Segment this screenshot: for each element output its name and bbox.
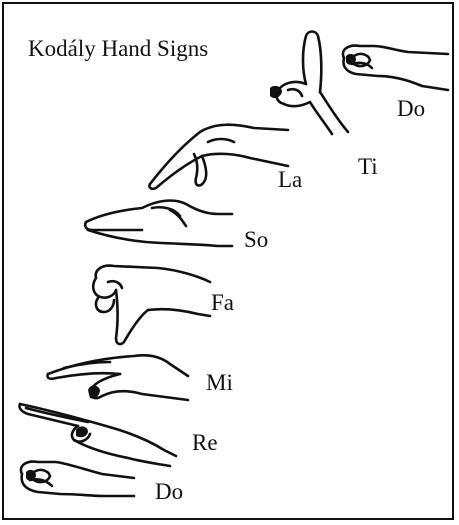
label-mi: Mi [206, 370, 233, 395]
drooping-hand-icon [148, 123, 290, 191]
closed-fist-icon [19, 460, 136, 498]
thumb-down-hand-icon [91, 264, 212, 346]
palm-down-hand-icon [46, 353, 190, 402]
label-la: La [278, 167, 303, 192]
label-ti: Ti [358, 154, 378, 179]
label-do-low: Do [155, 479, 184, 504]
label-re: Re [192, 430, 218, 455]
closed-fist-icon [341, 44, 450, 92]
label-fa: Fa [211, 290, 234, 315]
pointing-up-hand-icon [270, 30, 350, 136]
diagram-title: Kodály Hand Signs [28, 36, 209, 61]
slanted-hand-icon [18, 402, 178, 468]
label-do-high: Do [397, 96, 426, 121]
flat-hand-icon [83, 199, 234, 248]
label-so: So [244, 227, 269, 252]
